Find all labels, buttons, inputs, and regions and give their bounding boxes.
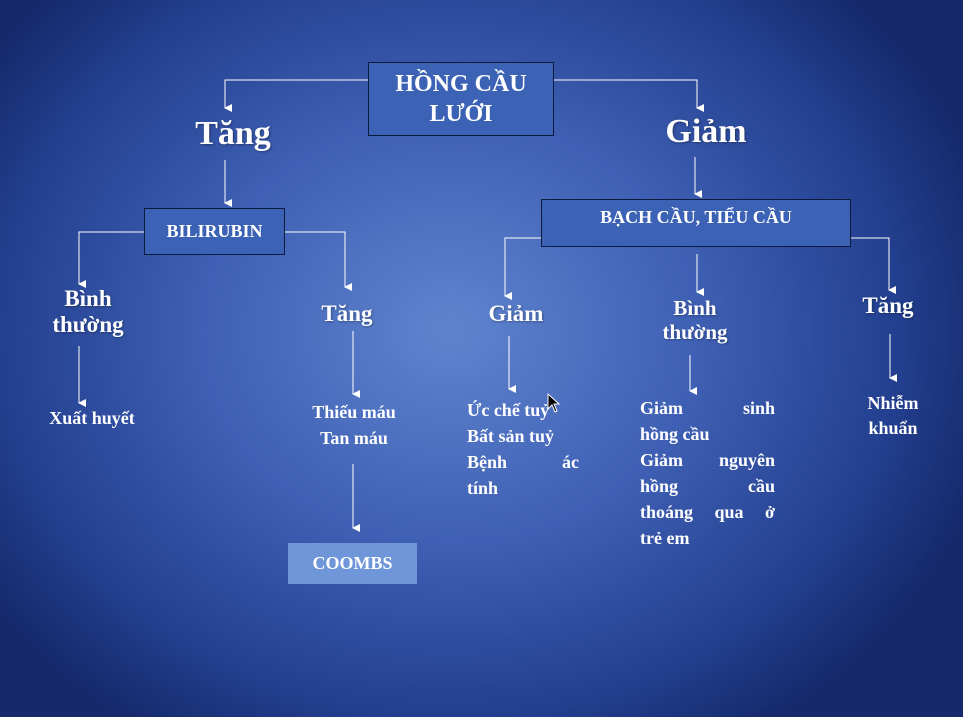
connector-bachcau-increase [850, 237, 896, 294]
right-normal-line1: Bình [673, 296, 717, 320]
root-label-line2: LƯỚI [429, 101, 493, 127]
normal-item-2: hồng cầu [640, 424, 710, 444]
branch-title-increase: Tăng [195, 115, 271, 152]
left-normal-line2: thường [52, 312, 124, 338]
normal-item-6: trẻ em [640, 528, 690, 548]
coombs-box: COOMBS [288, 543, 417, 584]
decrease-item-3: Bệnh ác [467, 452, 579, 472]
right-increase-line1: Nhiễm [867, 393, 919, 413]
right-decrease-label: Giảm [488, 301, 544, 326]
right-normal-line2: thường [662, 320, 728, 345]
root-box: HỒNG CẦU LƯỚI [368, 62, 554, 136]
left-normal-label: Bình thường [30, 286, 146, 339]
normal-item-1: Giảm sinh [640, 398, 775, 418]
left-increase-label: Tăng [321, 301, 373, 326]
right-increase-label: Tăng [862, 293, 914, 318]
normal-item-3: Giảm nguyên [640, 450, 775, 470]
root-label-line1: HỒNG CẦU [395, 71, 527, 97]
connector-bilirubin-increase [285, 231, 352, 291]
normal-item-4: hồng cầu [640, 476, 775, 496]
connector-bilirubin-normal [78, 231, 145, 288]
connector-root-right [553, 79, 704, 112]
left-increase-result: Thiếu máu Tan máu [296, 399, 412, 451]
branch-title-decrease: Giảm [665, 113, 747, 150]
bachcau-tieucau-box: BẠCH CẦU, TIỂU CẦU [541, 199, 851, 247]
right-normal-items: Giảm sinh hồng cầu Giảm nguyên hồng cầu … [640, 395, 775, 551]
left-increase-result-line2: Tan máu [320, 428, 388, 448]
left-normal-result: Xuất huyết [49, 408, 135, 428]
left-increase-result-line1: Thiếu máu [312, 402, 396, 422]
decrease-item-4: tính [467, 478, 499, 498]
bilirubin-box: BILIRUBIN [144, 208, 285, 255]
connector-root-left [224, 79, 369, 112]
right-increase-result: Nhiễm khuẩn [850, 391, 936, 441]
normal-item-5: thoáng qua ở [640, 502, 775, 522]
decrease-item-1: Ức chế tuỷ [467, 400, 550, 420]
connector-bachcau-decrease [504, 237, 542, 300]
mouse-cursor-icon [547, 393, 561, 413]
right-increase-line2: khuẩn [868, 418, 918, 438]
right-decrease-items: Ức chế tuỷ Bất sản tuỷ Bệnh ác tính [467, 397, 579, 501]
right-normal-label: Bình thường [648, 296, 742, 344]
decrease-item-2: Bất sản tuỷ [467, 426, 555, 446]
left-normal-line1: Bình [64, 286, 112, 311]
